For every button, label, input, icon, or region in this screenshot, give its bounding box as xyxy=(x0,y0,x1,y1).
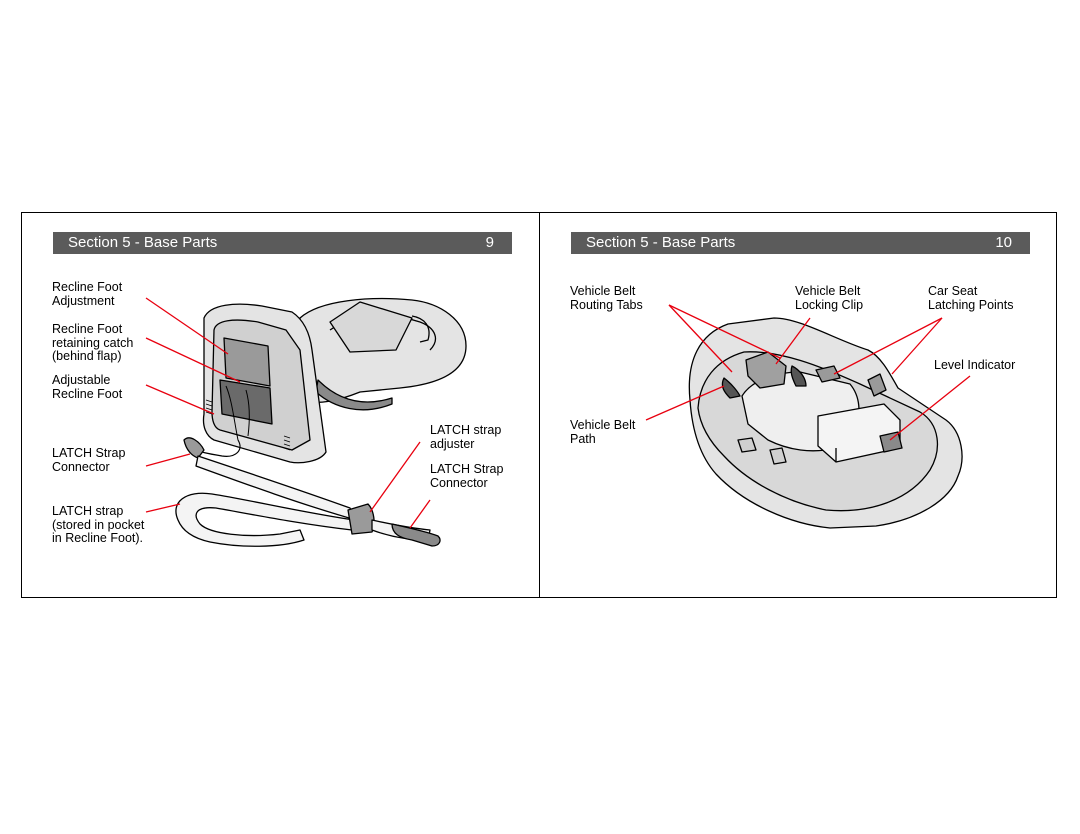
label-vehicle-belt-path: Vehicle Belt Path xyxy=(570,418,636,446)
label-level-indicator: Level Indicator xyxy=(934,358,1016,372)
callout-lines xyxy=(145,297,971,529)
label-vehicle-belt-locking-clip: Vehicle Belt Locking Clip xyxy=(795,284,864,312)
left-page-header: Section 5 - Base Parts 9 xyxy=(53,232,512,254)
right-page-header: Section 5 - Base Parts 10 xyxy=(571,232,1030,254)
label-vehicle-belt-routing-tabs: Vehicle Belt Routing Tabs xyxy=(570,284,643,312)
left-page-number: 9 xyxy=(485,234,494,251)
label-latch-strap-connector-right: LATCH Strap Connector xyxy=(430,462,504,490)
label-car-seat-latching-points: Car Seat Latching Points xyxy=(928,284,1014,312)
right-page-number: 10 xyxy=(995,234,1012,251)
label-latch-strap-stored: LATCH strap (stored in pocket in Recline… xyxy=(52,504,145,545)
label-adjustable-recline-foot: Adjustable Recline Foot xyxy=(52,373,123,401)
page-divider xyxy=(539,212,540,598)
right-section-title: Section 5 - Base Parts xyxy=(586,234,736,251)
recline-foot-base-illustration xyxy=(175,297,467,547)
label-recline-foot-adjustment: Recline Foot Adjustment xyxy=(52,280,123,308)
label-latch-strap-adjuster: LATCH strap adjuster xyxy=(430,423,502,451)
base-top-illustration xyxy=(688,317,963,529)
label-latch-strap-connector-left: LATCH Strap Connector xyxy=(52,446,126,474)
left-section-title: Section 5 - Base Parts xyxy=(68,234,218,251)
label-recline-foot-retaining-catch: Recline Foot retaining catch (behind fla… xyxy=(52,322,134,363)
